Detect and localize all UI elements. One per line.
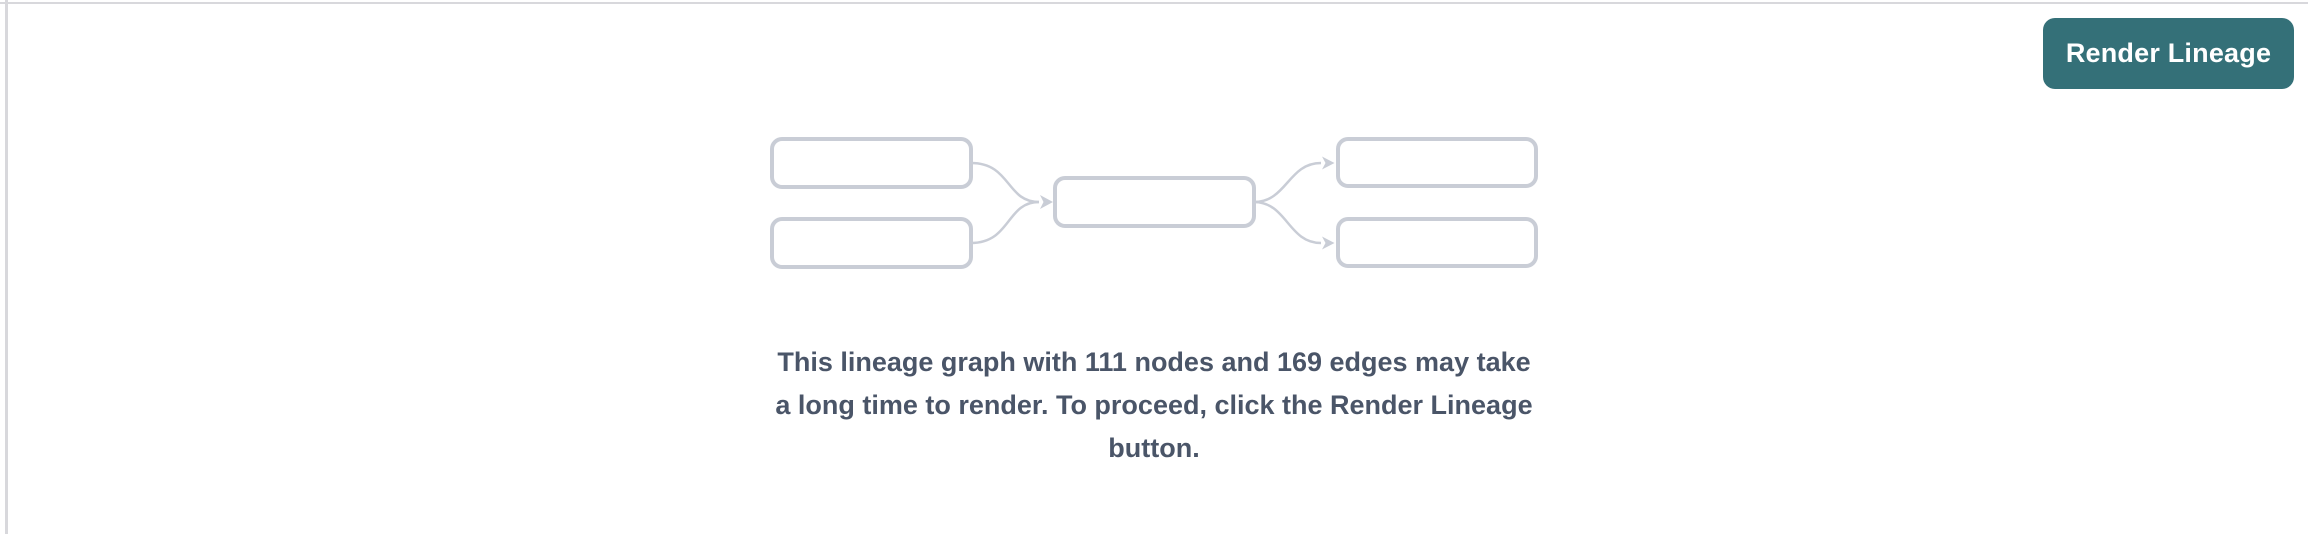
skeleton-edge [970,161,1040,204]
skeleton-node [1336,137,1538,188]
lineage-placeholder: This lineage graph with 111 nodes and 16… [759,130,1549,470]
lineage-warning-message: This lineage graph with 111 nodes and 16… [759,341,1549,470]
left-divider [5,0,8,534]
skeleton-node [1336,217,1538,268]
render-lineage-button[interactable]: Render Lineage [2043,18,2294,89]
skeleton-edge [970,200,1040,245]
skeleton-arrowhead-icon [1322,236,1335,250]
message-line: a long time to render. To proceed, click… [775,390,1533,420]
lineage-graph-skeleton-illustration [770,137,1538,269]
skeleton-node [770,217,973,269]
skeleton-arrowhead-icon [1322,156,1335,170]
message-line: This lineage graph with 111 nodes and 16… [777,347,1531,377]
top-divider [0,2,2308,4]
skeleton-arrowhead-icon [1040,195,1053,209]
skeleton-edge [1253,200,1322,245]
skeleton-edge [1253,161,1322,204]
skeleton-node [1053,176,1256,228]
message-line: button. [1108,433,1200,463]
skeleton-node [770,137,973,189]
